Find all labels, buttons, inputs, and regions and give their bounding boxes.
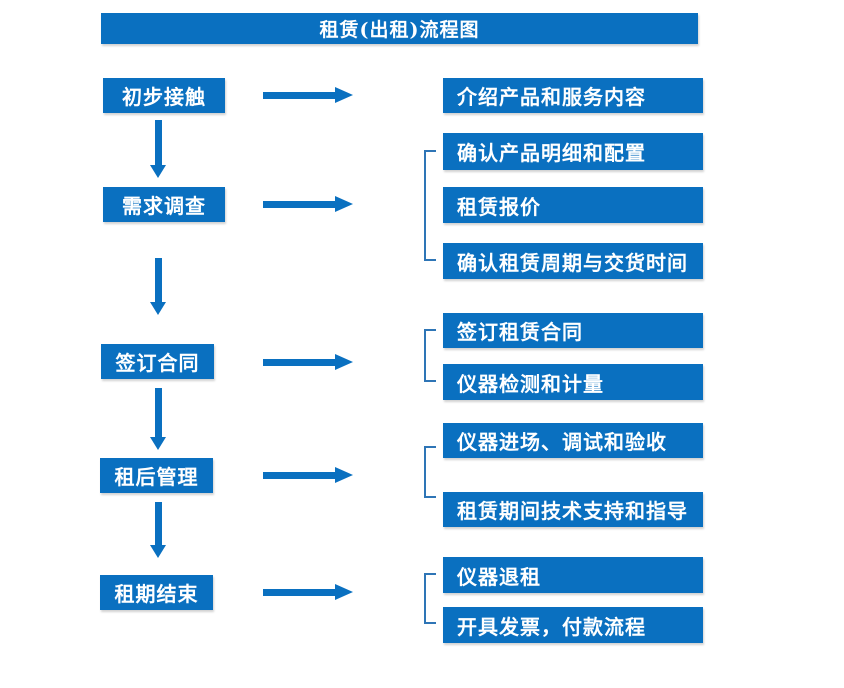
arrow-stem — [154, 258, 162, 302]
right-arrow-icon — [263, 584, 353, 600]
arrow-stem — [263, 471, 335, 479]
step-box-4: 租后管理 — [100, 458, 213, 493]
right-arrow-icon — [263, 467, 353, 483]
output-box: 确认产品明细和配置 — [443, 133, 703, 170]
output-box: 仪器退租 — [443, 557, 703, 593]
arrow-head — [335, 584, 353, 600]
down-arrow-icon — [150, 258, 166, 315]
arrow-head — [335, 196, 353, 212]
arrow-head — [335, 467, 353, 483]
step-box-2: 需求调查 — [103, 187, 225, 222]
arrow-stem — [263, 588, 335, 596]
arrow-head — [335, 354, 353, 370]
output-box: 仪器检测和计量 — [443, 364, 703, 400]
right-arrow-icon — [263, 87, 353, 103]
arrow-stem — [263, 358, 335, 366]
arrow-stem — [154, 120, 162, 165]
title-bar: 租赁(出租)流程图 — [101, 13, 698, 44]
right-arrow-icon — [263, 196, 353, 212]
arrow-stem — [154, 502, 162, 545]
group-bracket-icon — [424, 446, 436, 498]
arrow-head — [335, 87, 353, 103]
output-box: 仪器进场、调试和验收 — [443, 423, 703, 458]
output-box: 租赁报价 — [443, 187, 703, 223]
group-bracket-icon — [424, 329, 436, 382]
arrow-stem — [263, 91, 335, 99]
arrow-stem — [263, 200, 335, 208]
step-box-5: 租期结束 — [100, 575, 213, 610]
arrow-head — [150, 165, 166, 178]
group-bracket-icon — [424, 573, 436, 624]
down-arrow-icon — [150, 388, 166, 450]
output-box: 签订租赁合同 — [443, 313, 703, 348]
output-box: 租赁期间技术支持和指导 — [443, 492, 703, 527]
page-title: 租赁(出租)流程图 — [319, 19, 480, 41]
step-box-1: 初步接触 — [103, 78, 225, 113]
down-arrow-icon — [150, 120, 166, 178]
arrow-head — [150, 545, 166, 558]
arrow-stem — [154, 388, 162, 437]
output-box: 介绍产品和服务内容 — [443, 78, 703, 113]
group-bracket-icon — [424, 150, 436, 261]
arrow-head — [150, 302, 166, 315]
down-arrow-icon — [150, 502, 166, 558]
output-box: 确认租赁周期与交货时间 — [443, 243, 703, 279]
output-box: 开具发票，付款流程 — [443, 607, 703, 643]
step-box-3: 签订合同 — [101, 344, 214, 379]
arrow-head — [150, 437, 166, 450]
right-arrow-icon — [263, 354, 353, 370]
